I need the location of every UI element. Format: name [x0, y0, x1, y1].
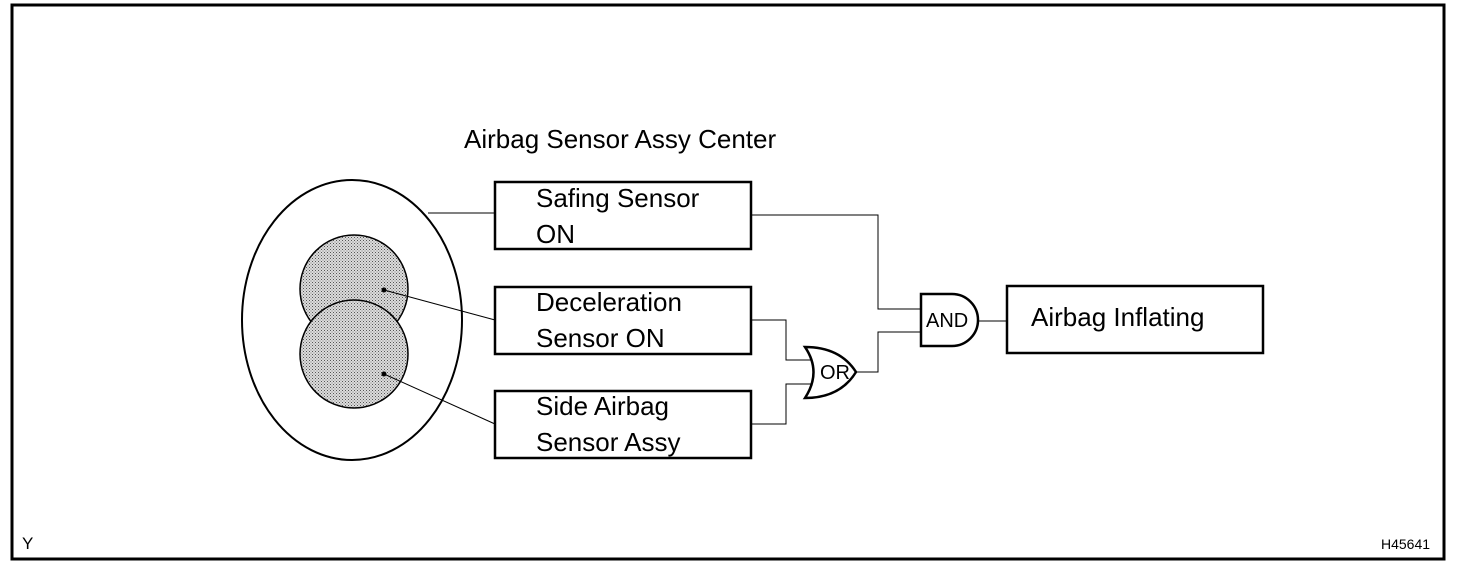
side-airbag-sensor-label-line2: Sensor Assy — [536, 427, 681, 457]
side-to-or-wire — [751, 383, 812, 425]
side-sensor-circle — [299, 299, 409, 409]
airbag-inflating-box — [1005, 284, 1265, 355]
safing-sensor-label-line2: ON — [536, 219, 575, 249]
or-gate-label: OR — [820, 362, 850, 384]
and-gate-label: AND — [926, 310, 969, 332]
side-leader-line — [383, 373, 496, 425]
safing-sensor-label-line1: Safing Sensor — [536, 183, 700, 213]
figure-id-label: H45641 — [1381, 536, 1431, 552]
or-to-and-wire — [856, 331, 921, 373]
side-airbag-sensor-label-line1: Side Airbag — [536, 391, 669, 421]
outer-frame — [10, 3, 1446, 561]
safing-to-and-wire — [751, 214, 921, 310]
corner-label-left: Y — [22, 534, 34, 553]
airbag-inflating-label: Airbag Inflating — [1031, 302, 1205, 332]
sensor-assy-ellipse — [241, 179, 463, 461]
deceleration-leader-line — [383, 289, 496, 321]
deceleration-to-or-wire — [751, 319, 812, 361]
diagram-title: Airbag Sensor Assy Center — [464, 124, 777, 154]
deceleration-sensor-label-line1: Deceleration — [536, 287, 682, 317]
deceleration-sensor-label-line2: Sensor ON — [536, 323, 665, 353]
or-gate — [802, 345, 858, 400]
and-gate — [919, 292, 980, 348]
